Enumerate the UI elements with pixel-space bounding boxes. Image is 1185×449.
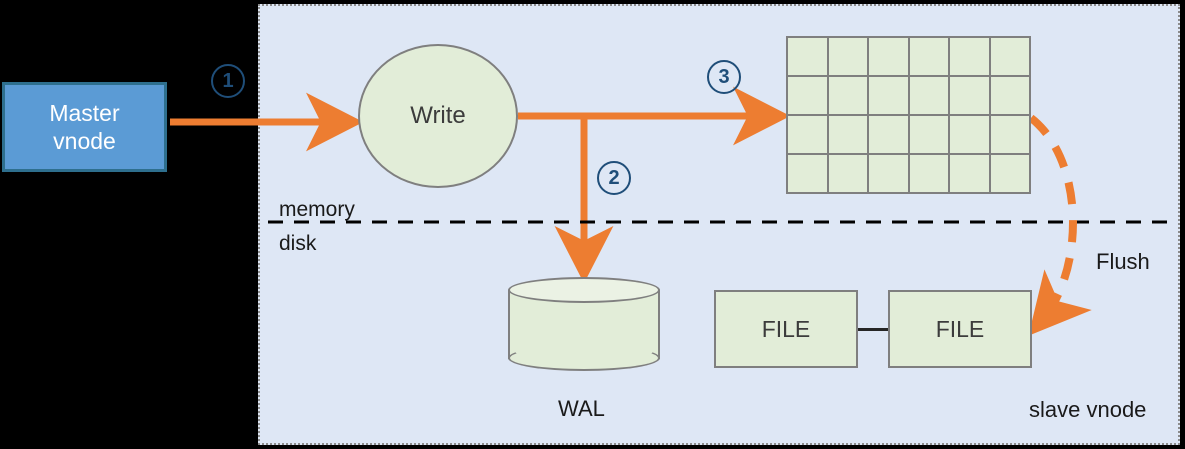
memtable-cell bbox=[909, 38, 948, 75]
write-node[interactable]: Write bbox=[358, 44, 518, 188]
memtable-cell bbox=[950, 77, 989, 114]
memtable-cell bbox=[828, 38, 867, 75]
memtable-cell bbox=[869, 38, 908, 75]
step-badge-3: 3 bbox=[707, 60, 741, 94]
flush-label: Flush bbox=[1096, 249, 1150, 274]
disk-label: disk bbox=[279, 232, 317, 255]
memtable-cell bbox=[828, 155, 867, 192]
memtable-cell bbox=[990, 38, 1029, 75]
step-badge-2-number: 2 bbox=[608, 166, 620, 189]
memtable-grid[interactable] bbox=[786, 36, 1031, 194]
wal-label: WAL bbox=[558, 396, 605, 421]
memtable-cell bbox=[950, 116, 989, 153]
step-badge-1: 1 bbox=[211, 64, 245, 98]
memtable-cell bbox=[788, 77, 827, 114]
slave-vnode-label: slave vnode bbox=[1029, 397, 1147, 422]
wal-cylinder-bottom bbox=[508, 345, 660, 371]
step-badge-3-number: 3 bbox=[718, 65, 730, 88]
wal-cylinder[interactable] bbox=[508, 277, 660, 372]
memtable-cell bbox=[869, 116, 908, 153]
master-vnode-line2: vnode bbox=[53, 128, 116, 154]
memtable-cell bbox=[869, 77, 908, 114]
file-box-1[interactable]: FILE bbox=[714, 290, 858, 368]
memtable-cell bbox=[909, 155, 948, 192]
file-connector-line bbox=[858, 328, 888, 331]
memtable-cell bbox=[909, 116, 948, 153]
memtable-cell bbox=[990, 77, 1029, 114]
memory-label: memory bbox=[279, 198, 355, 221]
step-badge-2: 2 bbox=[597, 161, 631, 195]
step-badge-1-number: 1 bbox=[222, 69, 234, 92]
file-box-2[interactable]: FILE bbox=[888, 290, 1032, 368]
memtable-cell bbox=[788, 116, 827, 153]
memtable-cell bbox=[950, 155, 989, 192]
master-vnode-box[interactable]: Master vnode bbox=[2, 82, 167, 172]
memtable-cell bbox=[990, 116, 1029, 153]
memtable-cell bbox=[828, 116, 867, 153]
write-node-label: Write bbox=[410, 102, 466, 129]
memtable-cell bbox=[990, 155, 1029, 192]
file-box-1-label: FILE bbox=[761, 315, 811, 342]
memtable-cell bbox=[828, 77, 867, 114]
memtable-cell bbox=[869, 155, 908, 192]
memtable-cell bbox=[950, 38, 989, 75]
file-box-2-label: FILE bbox=[935, 315, 985, 342]
memtable-cell bbox=[909, 77, 948, 114]
memtable-cell bbox=[788, 155, 827, 192]
wal-cylinder-top bbox=[508, 277, 660, 303]
master-vnode-line1: Master bbox=[49, 99, 120, 126]
memtable-cell bbox=[788, 38, 827, 75]
